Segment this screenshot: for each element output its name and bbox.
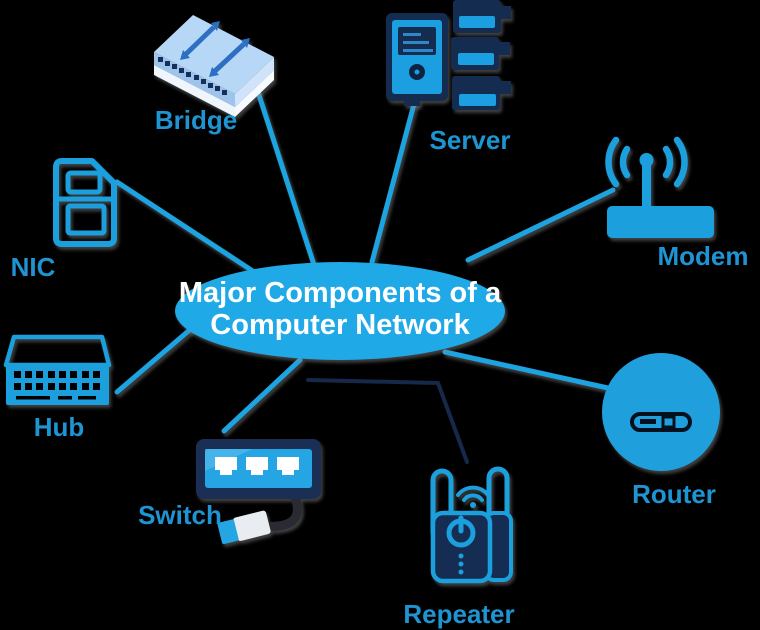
switch-ports [215, 457, 299, 475]
label-hub: Hub [34, 412, 85, 442]
hub-ports [14, 371, 100, 400]
server-icon [386, 0, 511, 110]
node-labels: Bridge Server Modem NIC Hub Switch Route… [11, 105, 749, 629]
connector-lines [114, 89, 616, 434]
label-repeater: Repeater [403, 599, 514, 629]
repeater-wifi-icon [456, 485, 490, 502]
diagram-title-line2: Computer Network [210, 309, 470, 341]
repeater-icon [430, 466, 513, 584]
router-icon [602, 353, 720, 471]
label-nic: NIC [11, 252, 56, 282]
bridge-arrows-icon [180, 21, 250, 77]
server-tower [386, 13, 448, 106]
bridge-icon [154, 15, 274, 117]
nic-icon [53, 158, 117, 247]
hub-icon [3, 334, 112, 405]
connector-nic [114, 179, 271, 284]
bridge-ports [158, 57, 227, 95]
server-rack [451, 0, 511, 110]
connector-modem [465, 187, 616, 263]
modem-signal-arcs [605, 136, 688, 188]
modem-icon [605, 136, 714, 238]
connector-bridge [255, 89, 318, 271]
diagram-title-line1: Major Components of a [179, 277, 502, 309]
connector-switch [221, 357, 303, 434]
connector-repeater [306, 378, 469, 464]
center-node: Major Components of a Computer Network [175, 262, 505, 360]
label-server: Server [430, 125, 511, 155]
repeater-power-icon [446, 515, 476, 548]
connector-server [369, 101, 417, 265]
switch-cable-connector [217, 510, 271, 545]
label-switch: Switch [138, 500, 222, 530]
label-bridge: Bridge [155, 105, 237, 135]
connector-router [442, 349, 611, 391]
label-router: Router [632, 479, 716, 509]
switch-icon [196, 439, 321, 545]
center-ellipse [175, 262, 505, 360]
label-modem: Modem [658, 241, 749, 271]
